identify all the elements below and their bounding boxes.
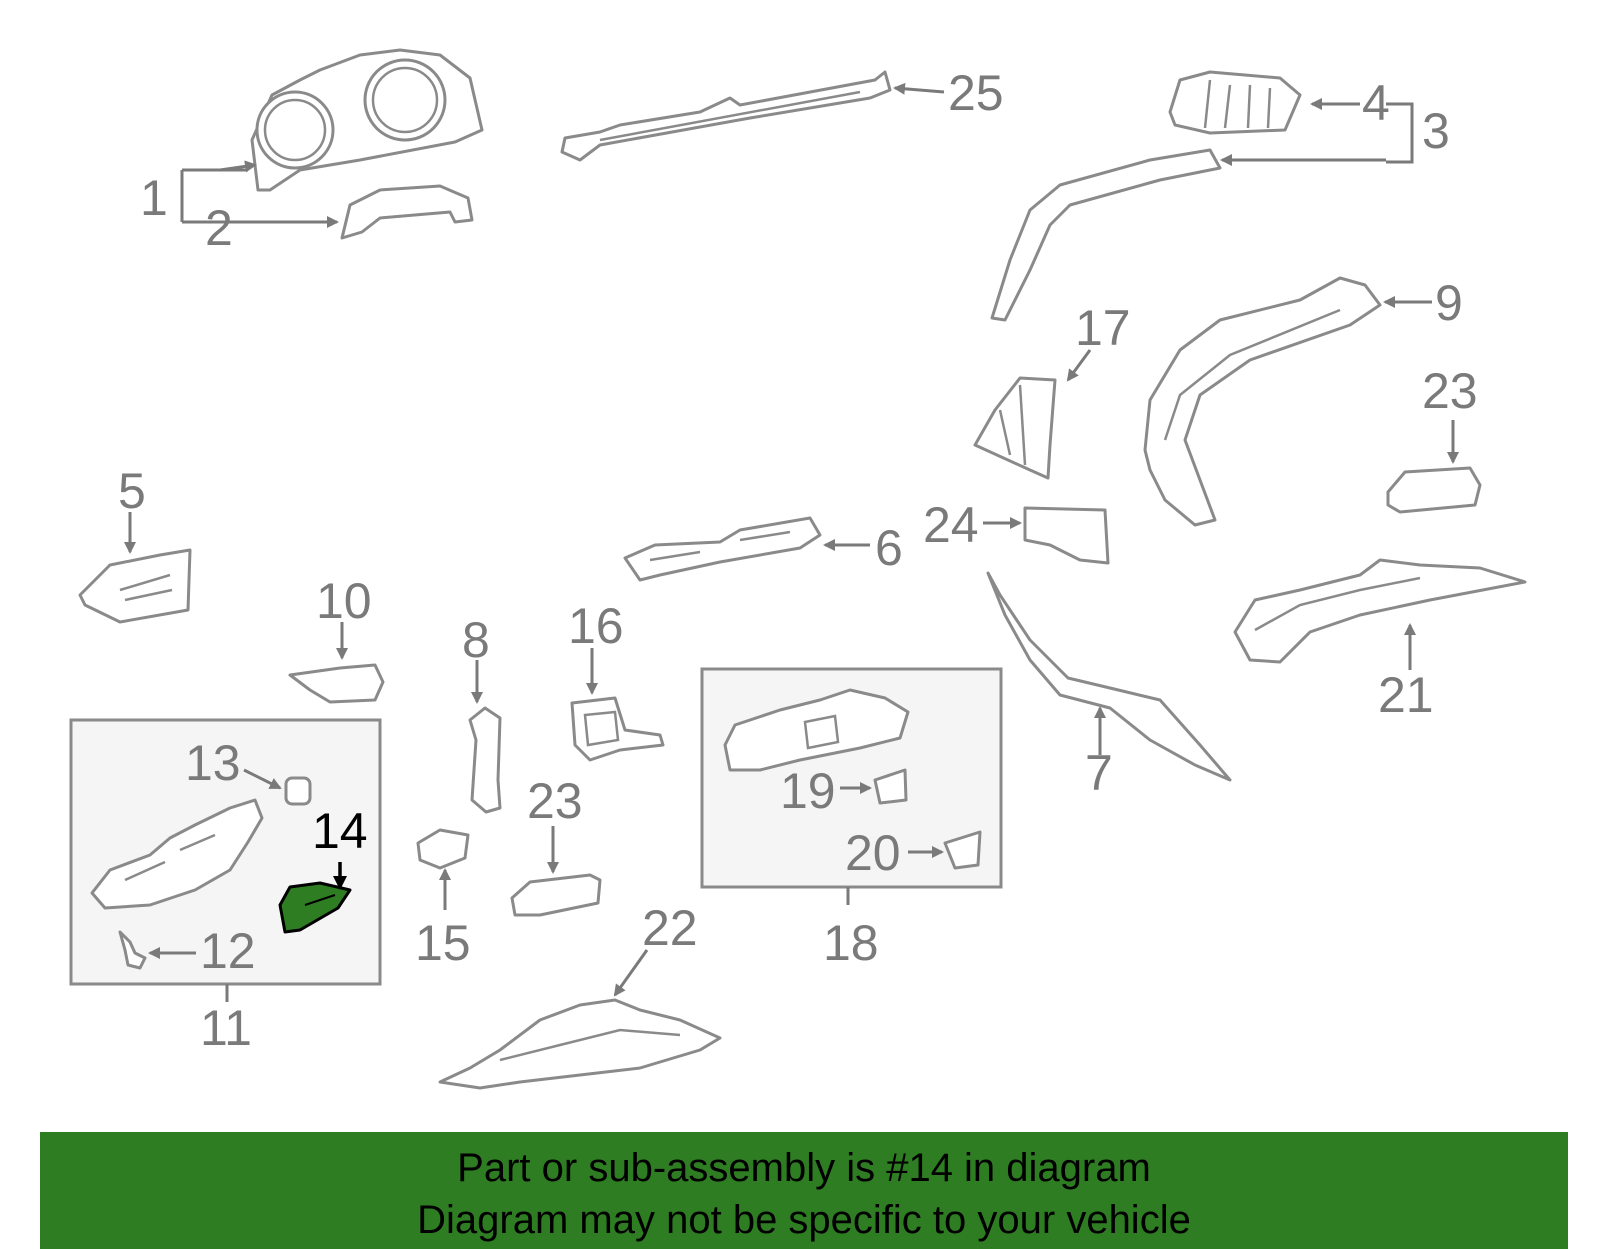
- part-7-duct[interactable]: [986, 571, 1232, 782]
- callout-15: 15: [415, 915, 471, 971]
- banner-line-2: Diagram may not be specific to your vehi…: [417, 1198, 1191, 1242]
- part-18-assembly[interactable]: [723, 688, 910, 772]
- part-16-bracket[interactable]: [570, 696, 665, 762]
- leader-lines: [124, 82, 1459, 1002]
- part-4-side-vent[interactable]: [1168, 70, 1302, 135]
- part-25-bracket[interactable]: [560, 70, 892, 162]
- part-8-bracket[interactable]: [468, 706, 502, 814]
- callout-7: 7: [1085, 745, 1113, 801]
- part-11-duct-assembly[interactable]: [90, 798, 264, 910]
- callout-5: 5: [118, 463, 146, 519]
- part-22-duct[interactable]: [438, 998, 722, 1090]
- callout-6: 6: [875, 520, 903, 576]
- callout-25: 25: [948, 65, 1004, 121]
- info-banner: Part or sub-assembly is #14 in diagram D…: [40, 1132, 1568, 1249]
- part-10-cover[interactable]: [288, 663, 385, 704]
- part-1-cluster-bezel[interactable]: [250, 48, 484, 192]
- part-9-duct[interactable]: [1143, 276, 1382, 527]
- callout-11: 11: [200, 1000, 252, 1056]
- callout-22: 22: [642, 900, 698, 956]
- callout-1: 1: [140, 170, 168, 226]
- callout-19: 19: [780, 763, 836, 819]
- callout-3: 3: [1422, 103, 1450, 159]
- callout-2: 2: [205, 200, 233, 256]
- callout-16: 16: [568, 598, 624, 654]
- callout-8: 8: [462, 612, 490, 668]
- callout-13: 13: [185, 735, 241, 791]
- callout-10: 10: [316, 573, 372, 629]
- callout-20: 20: [845, 825, 901, 881]
- part-2-cluster-cover[interactable]: [340, 184, 474, 240]
- banner-line-1: Part or sub-assembly is #14 in diagram: [457, 1146, 1151, 1190]
- part-13-cap[interactable]: [284, 776, 312, 806]
- part-12-screw[interactable]: [118, 930, 147, 970]
- callout-4: 4: [1362, 75, 1390, 131]
- callout-21: 21: [1378, 667, 1434, 723]
- part-23-clip-right[interactable]: [1386, 466, 1482, 514]
- part-3-duct[interactable]: [990, 148, 1222, 322]
- part-6-center-vent[interactable]: [623, 516, 822, 582]
- callout-14: 14: [312, 803, 368, 859]
- part-15-clip[interactable]: [416, 828, 470, 870]
- part-14-highlighted[interactable]: [278, 881, 352, 934]
- callout-17: 17: [1075, 300, 1131, 356]
- callout-23-left: 23: [527, 773, 583, 829]
- part-19-seal[interactable]: [873, 768, 908, 805]
- callout-24: 24: [923, 497, 979, 553]
- callout-labels: 1 2 25 4 3 9 17 23 5 6 24 21 10 8 16 7 1…: [118, 65, 1478, 1056]
- part-5-vent[interactable]: [78, 548, 192, 624]
- part-24-bracket[interactable]: [1023, 506, 1110, 565]
- callout-12: 12: [200, 923, 256, 979]
- callout-23-right: 23: [1422, 363, 1478, 419]
- part-21-duct[interactable]: [1233, 558, 1527, 664]
- callout-9: 9: [1435, 275, 1463, 331]
- part-17-bracket[interactable]: [973, 376, 1057, 480]
- part-20-seal[interactable]: [943, 830, 982, 870]
- part-23-clip-left[interactable]: [510, 873, 602, 917]
- callout-18: 18: [823, 915, 879, 971]
